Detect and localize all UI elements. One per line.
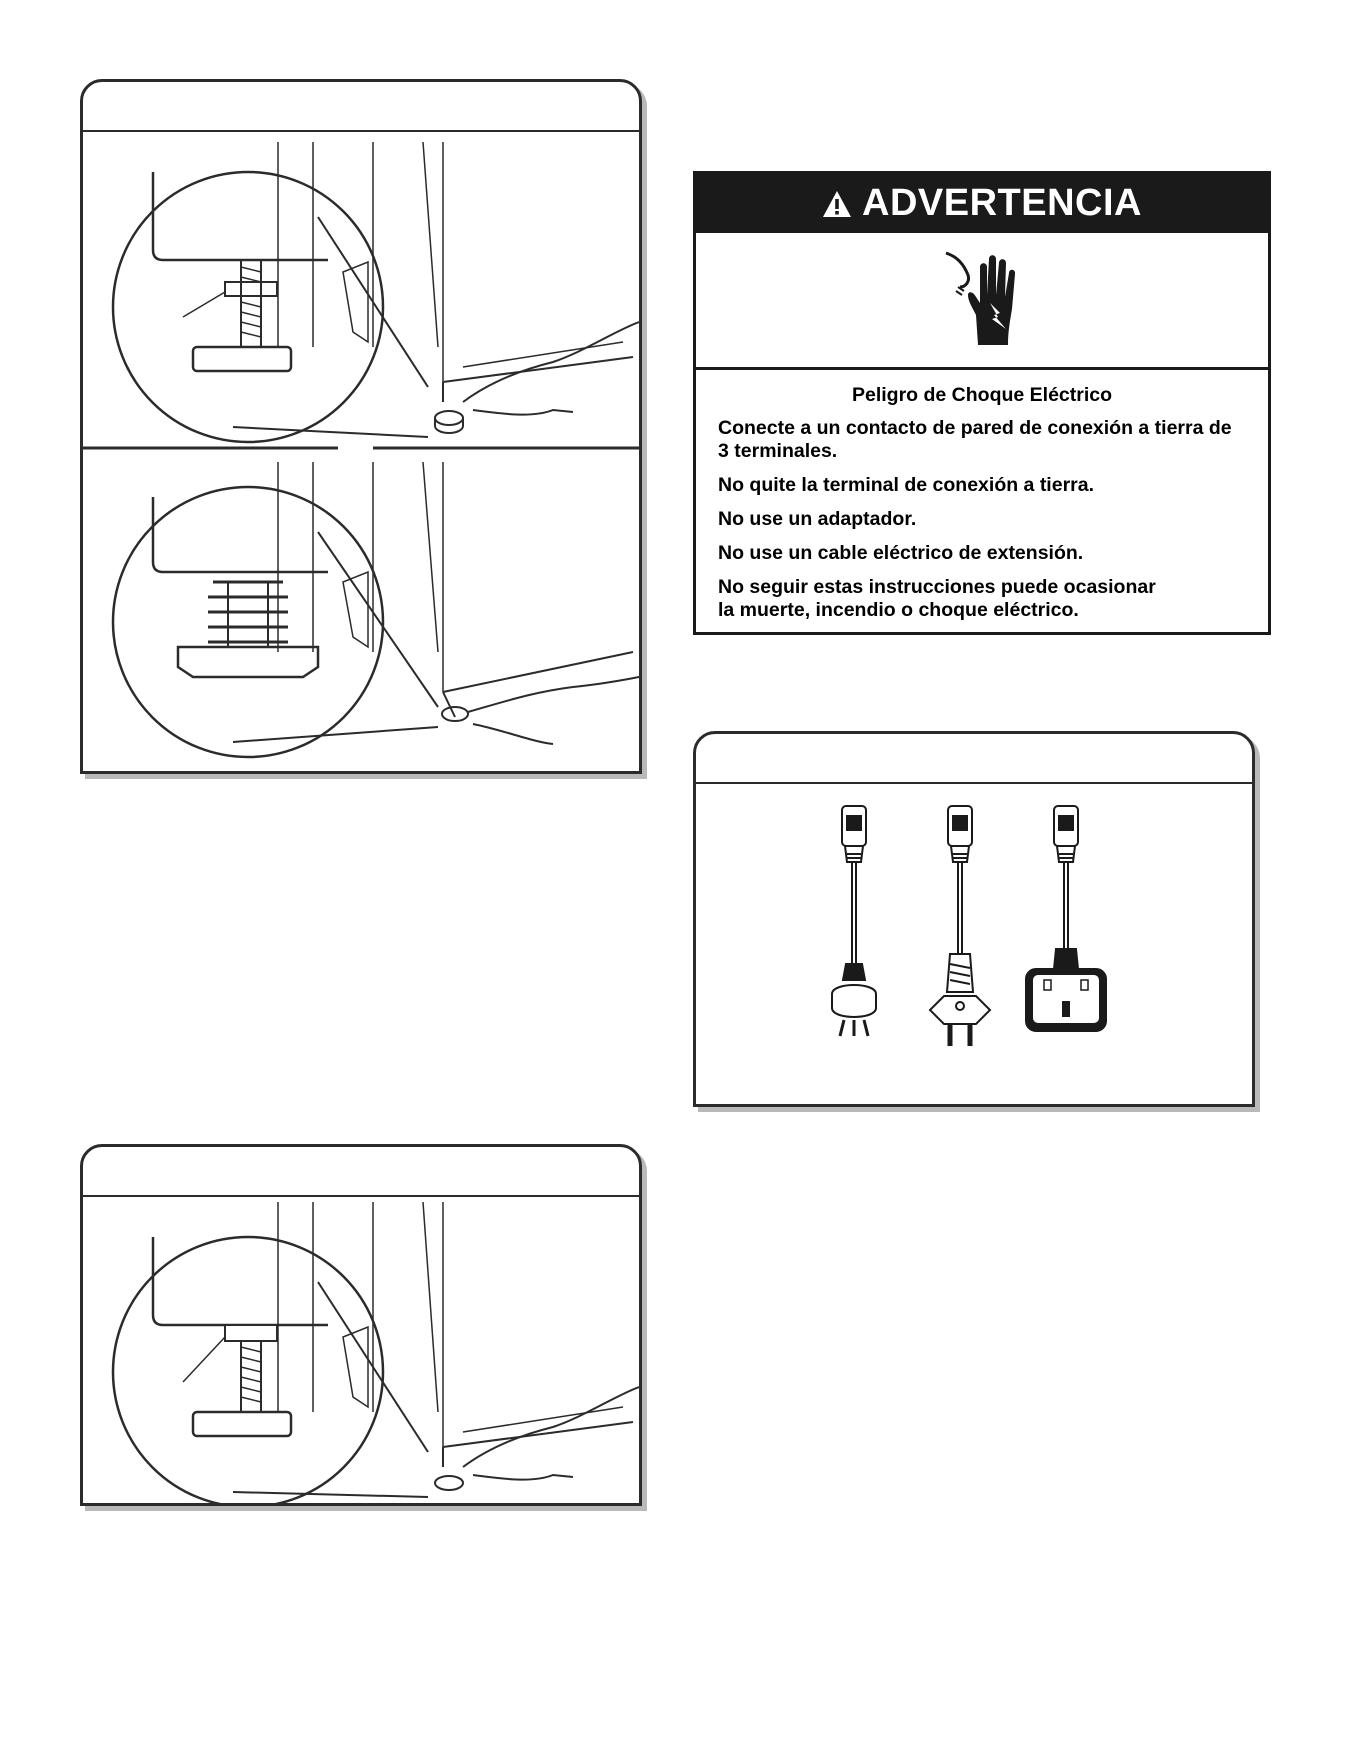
panel-header xyxy=(83,1147,639,1197)
panel-header xyxy=(83,82,639,132)
warning-line: No quite la terminal de conexión a tierr… xyxy=(718,474,1095,496)
warning-line: Conecte a un contacto de pared de conexi… xyxy=(718,417,1232,462)
warning-line: No use un cable eléctrico de extensión. xyxy=(718,542,1084,564)
warning-header: ADVERTENCIA xyxy=(696,174,1268,233)
leveling-foot-panel xyxy=(80,79,642,774)
power-plug-icon xyxy=(1025,805,1107,1032)
power-plug-icon xyxy=(831,805,877,1037)
foot-lock-nut-illustration xyxy=(111,1201,639,1503)
warning-body: Peligro de Choque Eléctrico Conecte a un… xyxy=(696,370,1268,622)
warning-line: No seguir estas instrucciones puede ocas… xyxy=(718,576,1156,621)
leveling-foot-illustration xyxy=(83,141,639,759)
electric-shock-warning: ADVERTENCIA Peligro de Choque Eléctrico … xyxy=(693,171,1271,635)
warning-line: No use un adaptador. xyxy=(718,508,917,530)
foot-lock-nut-panel xyxy=(80,1144,642,1506)
warning-title: ADVERTENCIA xyxy=(862,182,1142,224)
power-plug-panel xyxy=(693,731,1255,1107)
warning-icon-area xyxy=(696,233,1268,370)
warning-subtitle: Peligro de Choque Eléctrico xyxy=(851,384,1113,406)
power-plug-illustration xyxy=(831,805,1107,1046)
electric-shock-hand-icon xyxy=(945,251,1016,345)
warning-triangle-icon xyxy=(823,190,852,217)
panel-header xyxy=(696,734,1252,784)
power-plug-icon xyxy=(928,805,992,1046)
